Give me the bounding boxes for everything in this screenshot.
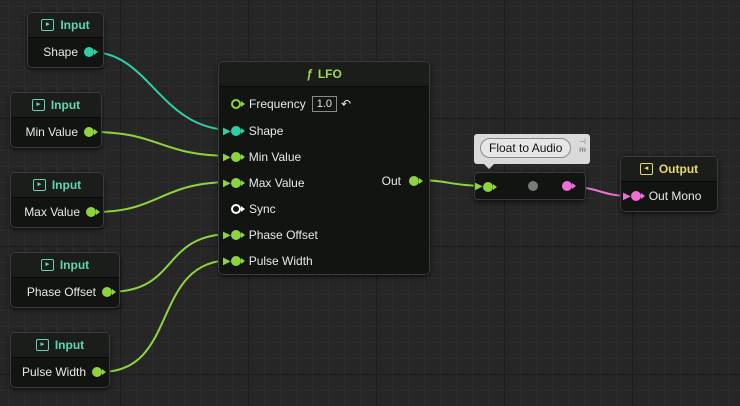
input-node-title: Input xyxy=(50,98,81,112)
input-arrow-icon: ▶ xyxy=(223,125,231,137)
tooltip-label: Float to Audio xyxy=(480,138,572,158)
input-node-header: ▸ Input xyxy=(11,333,109,358)
input-node-title: Input xyxy=(60,18,90,32)
output-node-header: ◂ Output xyxy=(621,157,717,182)
converter-tooltip: Float to Audio ⊣ᵯ xyxy=(474,134,590,169)
pin-label-phase-offset: Phase Offset xyxy=(26,285,96,299)
pin-label-shape: Shape xyxy=(43,45,78,59)
lfo-input-frequency: Frequency 1.0 ↶ xyxy=(231,96,351,112)
input-arrow-icon: ▶ xyxy=(223,255,231,267)
pin-label-max-value: Max Value xyxy=(248,176,305,190)
input-icon: ▸ xyxy=(41,19,55,31)
input-pin-pulse-width[interactable] xyxy=(230,256,245,266)
pin-label-min-value: Min Value xyxy=(248,150,302,164)
input-node-min-value[interactable]: ▸ Input Min Value xyxy=(10,92,102,148)
output-pin-pulse-width[interactable] xyxy=(92,367,106,377)
input-node-header: ▸ Input xyxy=(28,13,103,38)
pin-label-max-value: Max Value xyxy=(24,205,80,219)
input-icon: ▸ xyxy=(40,259,54,271)
input-node-shape[interactable]: ▸ Input Shape xyxy=(27,12,104,68)
input-icon: ▸ xyxy=(32,179,46,191)
input-arrow-icon: ▶ xyxy=(223,151,231,163)
pin-label-pulse-width: Pulse Width xyxy=(21,365,86,379)
lfo-input-sync: Sync xyxy=(231,202,276,216)
lfo-node-header: ƒ LFO xyxy=(219,62,429,87)
pin-label-out: Out xyxy=(381,174,401,188)
wire-pulse-width xyxy=(100,259,233,373)
lfo-input-phase-offset: ▶ Phase Offset xyxy=(223,228,318,242)
lfo-input-pulse-width: ▶ Pulse Width xyxy=(223,254,313,268)
wire-shape xyxy=(90,51,233,131)
input-arrow-icon: ▶ xyxy=(223,177,231,189)
pin-label-out-mono: Out Mono xyxy=(648,189,702,203)
input-node-header: ▸ Input xyxy=(11,253,119,278)
lfo-input-max-value: ▶ Max Value xyxy=(223,176,305,190)
input-pin-shape[interactable] xyxy=(230,126,245,136)
pin-label-phase-offset: Phase Offset xyxy=(248,228,318,242)
input-node-title: Input xyxy=(54,338,85,352)
center-dot xyxy=(528,181,538,191)
input-icon: ▸ xyxy=(35,339,49,351)
lfo-input-min-value: ▶ Min Value xyxy=(223,150,301,164)
lfo-output-out: Out xyxy=(381,174,423,188)
reset-icon[interactable]: ↶ xyxy=(341,97,352,111)
input-arrow-icon: ▶ xyxy=(623,190,631,202)
input-arrow-icon: ▶ xyxy=(223,229,231,241)
input-pin-out-mono[interactable] xyxy=(630,191,645,201)
output-pin-max-value[interactable] xyxy=(86,207,100,217)
input-node-header: ▸ Input xyxy=(11,93,101,118)
input-node-phase-offset[interactable]: ▸ Input Phase Offset xyxy=(10,252,120,308)
output-pin-audio[interactable] xyxy=(562,181,576,191)
output-node[interactable]: ◂ Output ▶ Out Mono xyxy=(620,156,718,212)
input-arrow-icon: ▶ xyxy=(475,181,483,192)
output-icon: ◂ xyxy=(639,163,653,175)
lfo-node[interactable]: ƒ LFO Frequency 1.0 ↶ ▶ Shape ▶ Min Valu… xyxy=(218,61,430,275)
input-pin-min-value[interactable] xyxy=(230,152,245,162)
output-pin-out[interactable] xyxy=(409,176,423,186)
wire-max-value xyxy=(94,181,233,213)
pin-label-min-value: Min Value xyxy=(25,125,78,139)
function-icon: ƒ xyxy=(306,67,313,81)
output-node-title: Output xyxy=(658,162,699,176)
float-to-audio-node[interactable]: ▶ xyxy=(474,172,586,200)
input-pin-max-value[interactable] xyxy=(230,178,245,188)
pin-label-pulse-width: Pulse Width xyxy=(248,254,313,268)
pin-label-frequency: Frequency xyxy=(249,97,306,111)
tooltip-tail xyxy=(484,164,494,169)
input-icon: ▸ xyxy=(31,99,45,111)
input-pin-frequency[interactable] xyxy=(231,99,245,109)
wire-min-value xyxy=(92,131,233,157)
input-node-header: ▸ Input xyxy=(11,173,103,198)
pin-icon[interactable]: ⊣ᵯ xyxy=(579,137,586,154)
input-pin-phase-offset[interactable] xyxy=(230,230,245,240)
wire-phase-offset xyxy=(108,233,233,293)
input-node-max-value[interactable]: ▸ Input Max Value xyxy=(10,172,104,228)
output-pin-min-value[interactable] xyxy=(84,127,98,137)
pin-label-sync: Sync xyxy=(249,202,276,216)
input-node-title: Input xyxy=(51,178,82,192)
pin-label-shape: Shape xyxy=(248,124,284,138)
lfo-node-title: LFO xyxy=(317,67,342,81)
frequency-value-input[interactable]: 1.0 xyxy=(311,96,337,112)
input-pin-float[interactable] xyxy=(482,181,497,192)
input-node-title: Input xyxy=(59,258,90,272)
lfo-input-shape: ▶ Shape xyxy=(223,124,283,138)
input-pin-sync[interactable] xyxy=(231,204,245,214)
input-node-pulse-width[interactable]: ▸ Input Pulse Width xyxy=(10,332,110,388)
output-pin-shape[interactable] xyxy=(84,47,98,57)
output-pin-phase-offset[interactable] xyxy=(102,287,116,297)
